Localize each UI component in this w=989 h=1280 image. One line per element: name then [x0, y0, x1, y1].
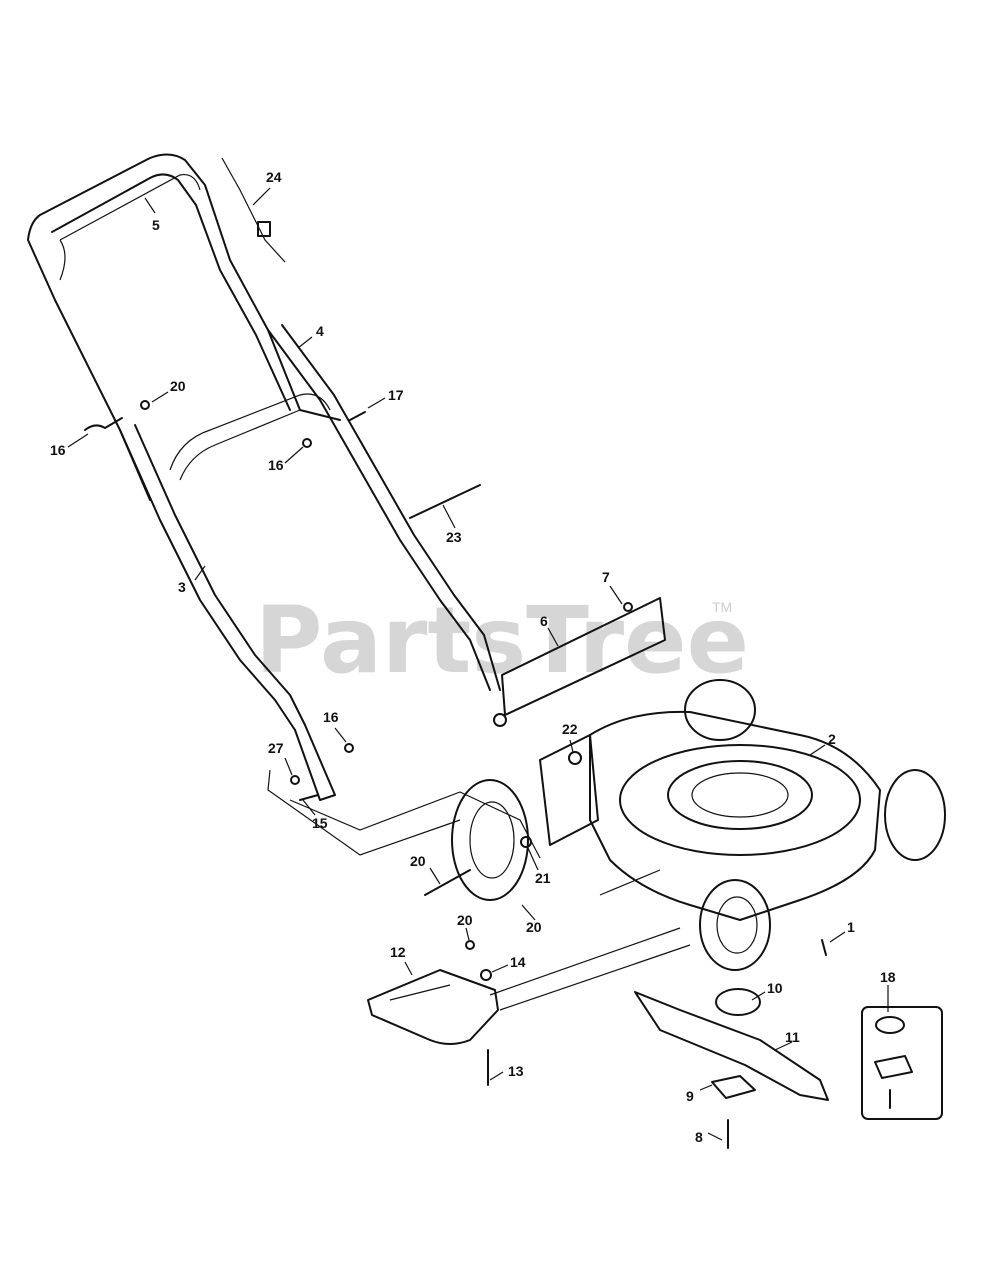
wheels: [451, 679, 946, 971]
callout-4[interactable]: 4: [316, 323, 324, 339]
upper-handle-part-5[interactable]: [27, 153, 341, 501]
bolt-part-18[interactable]: [349, 411, 366, 421]
watermark-trademark: TM: [712, 599, 732, 615]
callout-2[interactable]: 2: [828, 731, 836, 747]
wheel-front-right[interactable]: [884, 769, 946, 861]
callout-21[interactable]: 20: [526, 919, 542, 935]
control-cable-part-26[interactable]: [221, 157, 286, 263]
callout-12[interactable]: 12: [390, 944, 406, 960]
guide-lines: [267, 769, 691, 1011]
washer-part-14[interactable]: [480, 969, 492, 981]
bolt-part-22[interactable]: [424, 869, 471, 896]
nut-part-20[interactable]: [140, 400, 150, 410]
callout-15[interactable]: 15: [312, 815, 328, 831]
rod-part-25[interactable]: [409, 484, 481, 519]
callout-25[interactable]: 23: [446, 529, 462, 545]
blade-assembly: [634, 988, 829, 1101]
callout-18[interactable]: 17: [388, 387, 404, 403]
callout-22[interactable]: 20: [410, 853, 426, 869]
callout-5[interactable]: 5: [152, 217, 160, 233]
wheel-rear-right[interactable]: [684, 679, 756, 741]
bolt-part-15[interactable]: [299, 794, 319, 801]
nut-part-20-lower[interactable]: [465, 940, 475, 950]
callout-24[interactable]: 22: [562, 721, 578, 737]
wheel-front-left[interactable]: [699, 879, 771, 971]
callout-17[interactable]: 16: [50, 442, 66, 458]
nut-part-16-lower[interactable]: [344, 743, 354, 753]
bolt-part-27[interactable]: [290, 775, 300, 785]
leader-lines: [67, 187, 889, 1141]
nut-part-16[interactable]: [302, 438, 312, 448]
callout-labels: 24 5 4 20 17 16 16 23 3 7 6 16 27 22 2 1…: [50, 169, 896, 1145]
callout-1[interactable]: 1: [847, 919, 855, 935]
lower-handle-part-4[interactable]: [267, 324, 501, 691]
callout-16b[interactable]: 16: [323, 709, 339, 725]
callout-11[interactable]: 11: [785, 1029, 800, 1045]
callout-16a[interactable]: 16: [268, 457, 284, 473]
blade-part-11[interactable]: [634, 991, 829, 1101]
callout-10[interactable]: 10: [767, 980, 783, 996]
callout-19[interactable]: 18: [880, 969, 896, 985]
wheel-part-21[interactable]: [451, 779, 529, 901]
rear-flap-part-6[interactable]: [493, 597, 666, 727]
mower-deck-part-2[interactable]: [539, 710, 881, 921]
kit-part-19[interactable]: [861, 1006, 943, 1120]
callout-26[interactable]: 24: [266, 169, 282, 185]
callout-9[interactable]: 9: [686, 1088, 694, 1104]
lower-handle-part-3[interactable]: [119, 393, 336, 801]
hardware: [84, 400, 827, 1149]
blade-stiffener-part-9[interactable]: [711, 1075, 756, 1099]
nut-part-24[interactable]: [568, 751, 582, 765]
callout-6[interactable]: 6: [540, 613, 548, 629]
blade-adapter-part-10[interactable]: [715, 988, 761, 1016]
callout-27[interactable]: 27: [268, 740, 284, 756]
side-discharge-part-12[interactable]: [367, 969, 499, 1045]
callout-13[interactable]: 13: [508, 1063, 524, 1079]
bolt-part-1[interactable]: [821, 939, 827, 956]
handle-knob-part-17[interactable]: [84, 417, 123, 431]
callout-20a[interactable]: 20: [170, 378, 186, 394]
callout-8[interactable]: 8: [695, 1129, 703, 1145]
callout-3[interactable]: 3: [178, 579, 186, 595]
callout-23[interactable]: 21: [535, 870, 551, 886]
callout-7[interactable]: 7: [602, 569, 610, 585]
callout-20b[interactable]: 20: [457, 912, 473, 928]
callout-14[interactable]: 14: [510, 954, 526, 970]
